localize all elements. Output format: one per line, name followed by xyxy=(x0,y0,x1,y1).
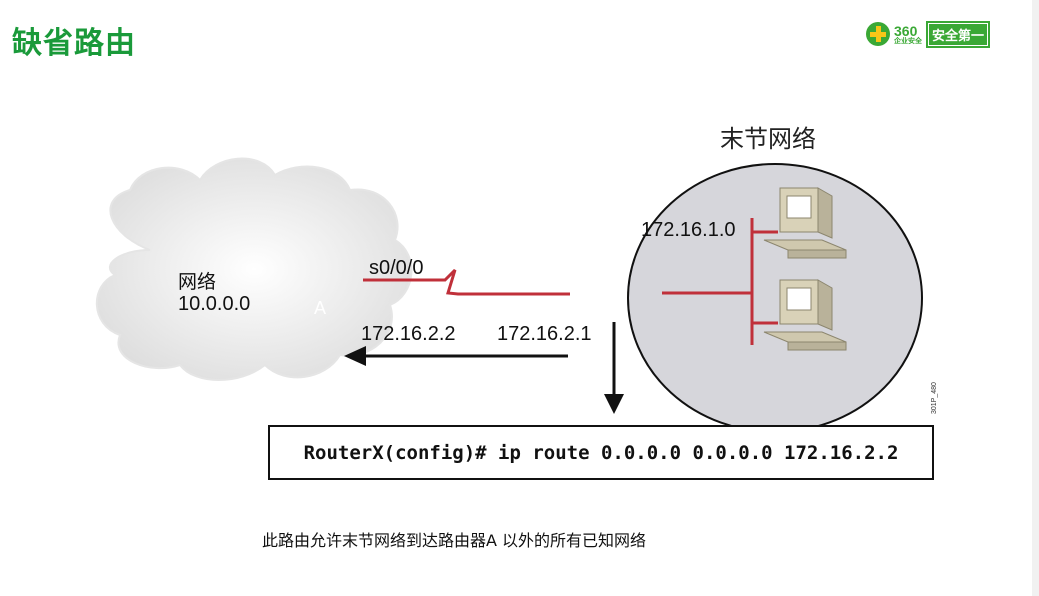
router-a-label: A xyxy=(314,298,326,318)
brand-subtitle: 企业安全 xyxy=(894,36,922,45)
network-cloud xyxy=(95,157,413,381)
command-box: RouterX(config)# ip route 0.0.0.0 0.0.0.… xyxy=(268,425,934,480)
router-b-label: B xyxy=(608,298,620,318)
router-a-ip-label: 172.16.2.2 xyxy=(361,323,456,345)
vertical-scrollbar[interactable] xyxy=(1032,0,1039,596)
brand-slogan: 安全第一 xyxy=(926,20,991,48)
command-text: RouterX(config)# ip route 0.0.0.0 0.0.0.… xyxy=(303,441,899,464)
lan-links xyxy=(662,218,778,345)
router-b-ip-label: 172.16.2.1 xyxy=(497,323,592,345)
serial-link xyxy=(363,268,570,296)
figure-id-label: 301P_480 xyxy=(931,382,938,414)
brand-number: 360 xyxy=(894,22,918,39)
pc-top xyxy=(763,187,847,259)
down-arrow xyxy=(604,322,624,414)
left-arrow xyxy=(344,346,568,366)
pc-bottom xyxy=(763,279,847,351)
stub-subnet-label: 172.16.1.0 xyxy=(641,219,736,241)
stub-network-title: 末节网络 xyxy=(720,125,816,153)
brand-logo: 360 企业安全 安全第一 xyxy=(866,20,991,48)
stub-network-area xyxy=(627,163,923,433)
network-label: 网络 xyxy=(178,271,216,293)
slide-caption: 此路由允许末节网络到达路由器A 以外的所有已知网络 xyxy=(262,531,647,550)
plus-badge-icon xyxy=(866,22,890,46)
network-address-label: 10.0.0.0 xyxy=(178,293,250,315)
interface-label: s0/0/0 xyxy=(369,257,423,279)
page-title: 缺省路由 xyxy=(12,26,136,61)
brand-name: 360 企业安全 xyxy=(894,24,922,45)
